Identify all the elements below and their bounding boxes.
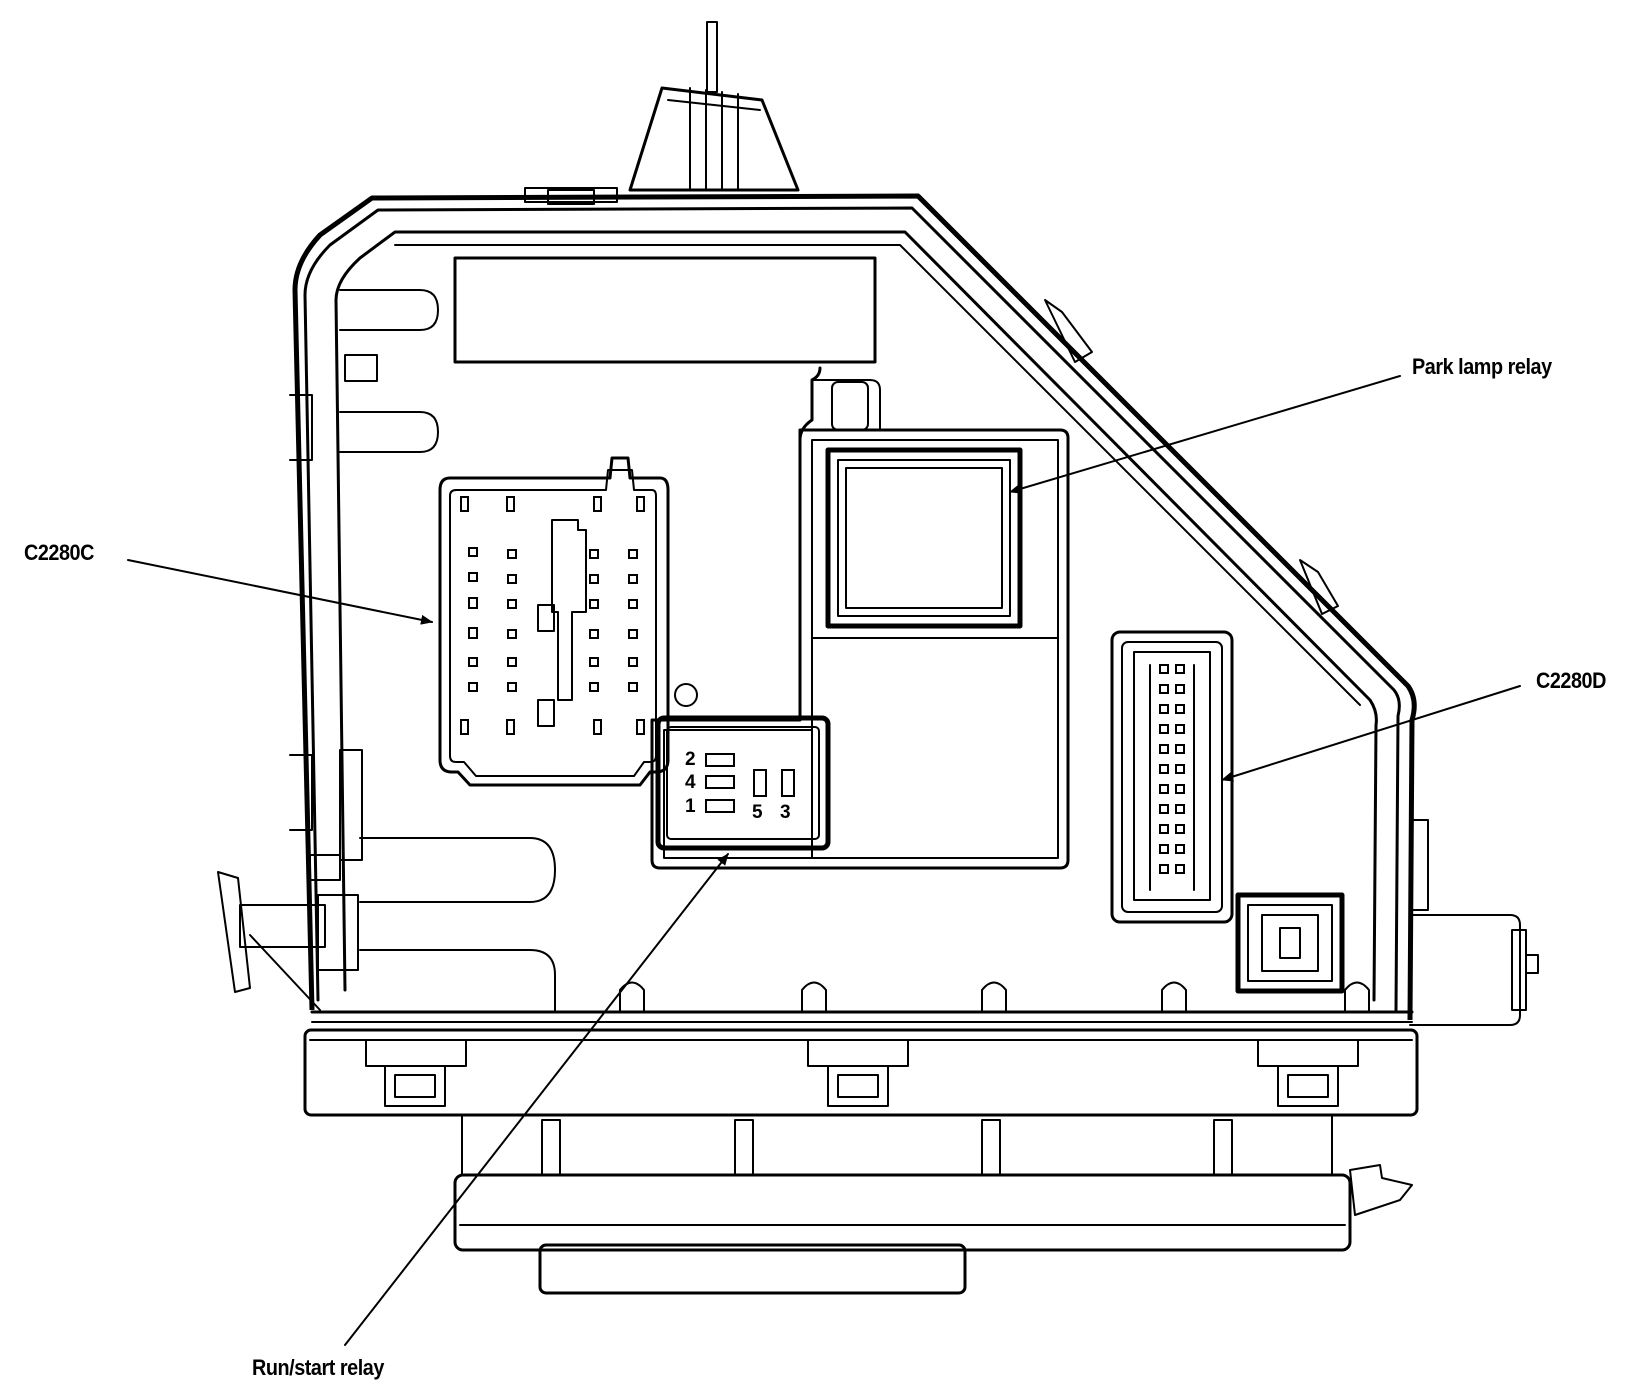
relay-pin-2: 2 [685,749,696,770]
c2280c-label: C2280C [24,540,94,565]
run-start-relay: 2 4 1 5 3 [655,683,831,851]
c2280c-connector [438,456,670,787]
relay-pin-5-terminal [753,769,767,797]
park-lamp-relay-leader [1009,375,1401,494]
small-connector [1235,892,1345,994]
relay-pin-4-terminal [705,775,735,789]
c2280c-leader [127,559,433,625]
c2280d-label: C2280D [1536,668,1606,693]
relay-pin-5: 5 [752,802,763,823]
relay-pin-1-terminal [705,799,735,813]
top-harness-connector [628,21,800,192]
relay-pin-2-terminal [705,753,735,767]
relay-bay [650,366,1070,870]
park-lamp-relay [825,447,1023,629]
fuse-box-housing [292,187,1417,1021]
relay-pin-3: 3 [780,802,791,823]
park-lamp-relay-label: Park lamp relay [1412,354,1552,379]
side-actuator [1409,819,1539,1026]
run-start-relay-leader [344,853,729,1346]
run-start-relay-label: Run/start relay [252,1355,384,1380]
bottom-hooks [619,981,1370,1013]
relay-pin-4: 4 [685,772,696,793]
c2280d-leader [1221,685,1521,782]
relay-pin-3-terminal [781,769,795,797]
relay-pin-1: 1 [685,796,696,817]
c2280d-connector [1110,630,1234,924]
left-side-clips [217,289,556,1013]
top-label-plate [453,256,877,364]
base-frame [303,1010,1419,1295]
